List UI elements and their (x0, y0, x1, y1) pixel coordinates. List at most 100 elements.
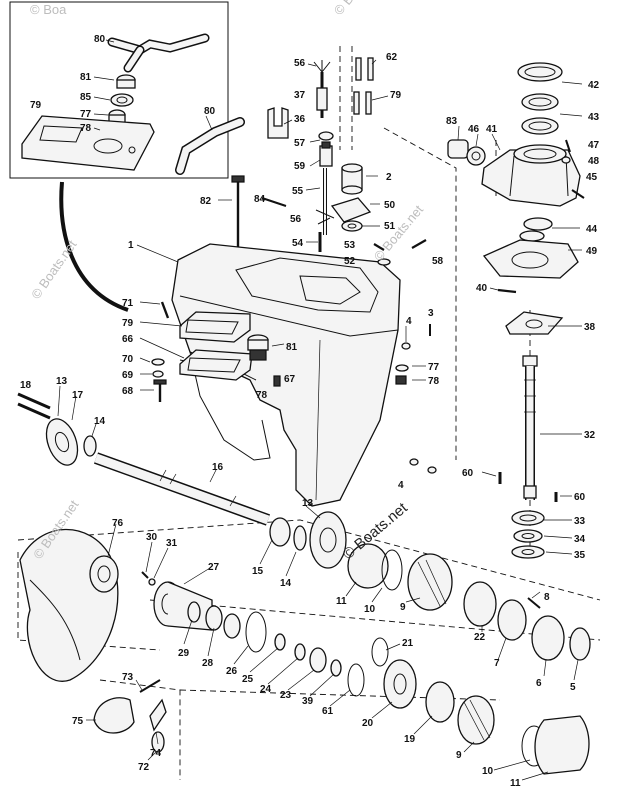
water-tube (175, 117, 245, 175)
callout-49: 49 (586, 246, 598, 257)
callout-23: 23 (280, 690, 292, 701)
callout-37: 37 (294, 90, 306, 101)
callout-10: 10 (482, 766, 494, 777)
callout-19: 19 (404, 734, 416, 745)
propeller (19, 528, 119, 682)
prop-nut-parts (93, 679, 167, 753)
callout-3: 3 (428, 308, 434, 319)
center-plug (247, 334, 269, 361)
watermark-text: © Boats.net (331, 0, 387, 18)
screw-67 (273, 375, 281, 387)
callout-4: 4 (406, 316, 412, 327)
callout-44: 44 (586, 224, 598, 235)
callout-30: 30 (146, 532, 158, 543)
callout-73: 73 (122, 672, 134, 683)
callout-79: 79 (30, 100, 42, 111)
callout-31: 31 (166, 538, 178, 549)
callout-78: 78 (428, 376, 440, 387)
inset-box (9, 1, 229, 312)
callout-25: 25 (242, 674, 254, 685)
callout-11: 11 (510, 778, 521, 789)
callout-50: 50 (384, 200, 396, 211)
screw-71 (160, 301, 170, 319)
screw-set-left (151, 358, 167, 402)
bearing-carrier (141, 571, 267, 653)
callout-14: 14 (94, 416, 106, 427)
screw-84 (261, 197, 287, 207)
callout-45: 45 (586, 172, 598, 183)
pump-housing-parts (447, 62, 585, 335)
callout-8: 8 (544, 592, 550, 603)
callout-40: 40 (476, 283, 488, 294)
propeller-shaft (93, 452, 271, 526)
callout-21: 21 (402, 638, 414, 649)
callout-10: 10 (364, 604, 376, 615)
drive-shaft (498, 355, 558, 559)
callout-36: 36 (294, 114, 306, 125)
callout-5: 5 (570, 682, 576, 693)
forward-gear-parts (17, 392, 97, 466)
callout-78: 78 (256, 390, 268, 401)
callout-2: 2 (386, 172, 392, 183)
callout-43: 43 (588, 112, 600, 123)
callout-78: 78 (80, 123, 92, 134)
callout-67: 67 (284, 374, 296, 385)
callout-7: 7 (494, 658, 500, 669)
callout-39: 39 (302, 696, 314, 707)
callout-81: 81 (80, 72, 92, 83)
callout-38: 38 (584, 322, 596, 333)
callout-68: 68 (122, 386, 134, 397)
callout-42: 42 (588, 80, 600, 91)
callout-35: 35 (574, 550, 586, 561)
callout-58: 58 (432, 256, 444, 267)
watermark-text: © Boa (30, 2, 67, 17)
callout-79: 79 (390, 90, 402, 101)
callout-57: 57 (294, 138, 306, 149)
callout-75: 75 (72, 716, 84, 727)
callout-24: 24 (260, 684, 272, 695)
screws-housing-right (395, 324, 437, 474)
callout-60: 60 (462, 468, 474, 479)
callout-77: 77 (80, 109, 92, 120)
callout-81: 81 (286, 342, 298, 353)
callout-14: 14 (280, 578, 292, 589)
callout-34: 34 (574, 534, 586, 545)
callout-26: 26 (226, 666, 238, 677)
leader-lines (57, 39, 583, 781)
callout-53: 53 (344, 240, 356, 251)
callout-76: 76 (112, 518, 124, 529)
callout-69: 69 (122, 370, 134, 381)
callout-29: 29 (178, 648, 190, 659)
washer-stack (274, 633, 365, 697)
alignment-lines (17, 46, 601, 780)
callout-28: 28 (202, 658, 214, 669)
gearcase-housing (171, 243, 401, 507)
callout-82: 82 (200, 196, 212, 207)
callout-46: 46 (468, 124, 480, 135)
reverse-gear-parts (269, 511, 591, 661)
callout-41: 41 (486, 124, 498, 135)
callout-47: 47 (588, 140, 600, 151)
callout-4: 4 (398, 480, 404, 491)
callout-59: 59 (294, 161, 306, 172)
callout-20: 20 (362, 718, 374, 729)
callout-18: 18 (20, 380, 32, 391)
callout-6: 6 (536, 678, 542, 689)
callout-27: 27 (208, 562, 220, 573)
callout-74: 74 (150, 748, 162, 759)
dowel-pins (353, 57, 374, 115)
callout-17: 17 (72, 390, 84, 401)
callout-72: 72 (138, 762, 150, 773)
callout-9: 9 (400, 602, 406, 613)
screws-right (373, 239, 427, 266)
callout-61: 61 (322, 706, 334, 717)
shift-rod-assembly (267, 60, 335, 252)
callout-1: 1 (128, 240, 134, 251)
pinion-parts (330, 163, 372, 232)
callout-79: 79 (122, 318, 134, 329)
callout-56: 56 (294, 58, 306, 69)
callout-15: 15 (252, 566, 264, 577)
callout-80: 80 (94, 34, 106, 45)
watermark-text: © Boats.net (371, 202, 427, 264)
callout-11: 11 (336, 596, 347, 607)
